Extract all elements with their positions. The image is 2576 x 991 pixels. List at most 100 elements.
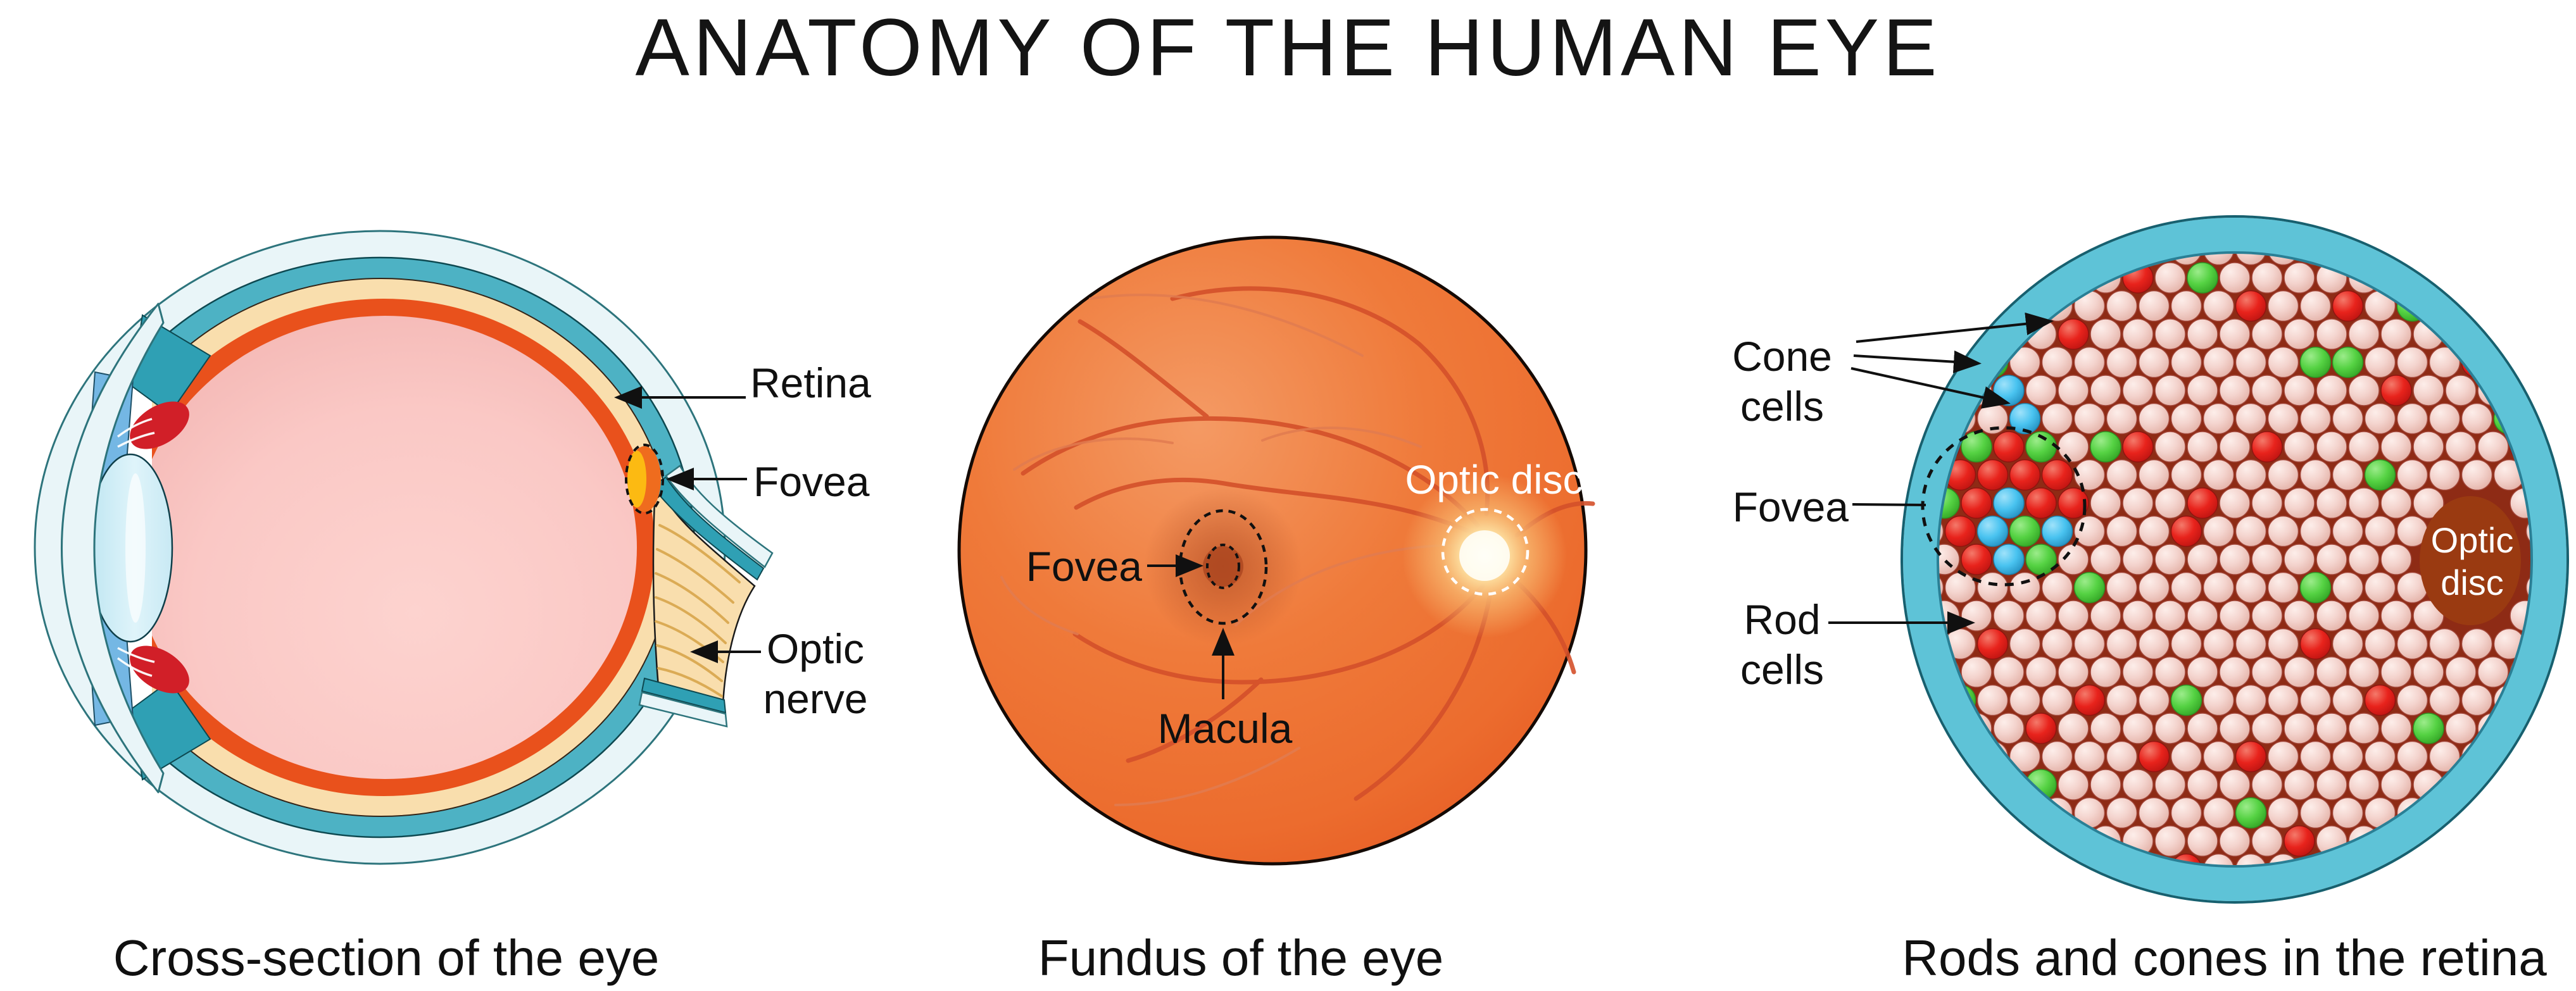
rod-cell: [2106, 346, 2138, 378]
rod-cell: [2122, 318, 2154, 350]
rod-cell: [2187, 825, 2218, 857]
macula-label: Macula: [1157, 705, 1293, 752]
cone-cell-red: [2299, 628, 2332, 660]
rod-cell: [2235, 346, 2267, 378]
rod-cell: [2154, 262, 2186, 294]
rod-cell: [2445, 656, 2477, 688]
rod-cell: [2299, 515, 2332, 547]
rod-cell: [2299, 290, 2332, 322]
rod-cell: [2090, 544, 2121, 575]
rod-cell: [2154, 544, 2186, 575]
rod-cell: [2267, 515, 2299, 547]
nerve-sheath-pale-lower: [638, 691, 728, 728]
rod-cell: [2154, 656, 2186, 688]
rod-cell: [2380, 713, 2412, 744]
ciliary-muscle-upper: [130, 401, 189, 449]
cone-cell-red: [2364, 684, 2396, 716]
rod-cell: [2235, 515, 2267, 547]
rod-cell: [2202, 252, 2235, 266]
rod-cell: [2396, 459, 2428, 491]
cone-cell-green: [2299, 571, 2332, 604]
rod-cell: [2235, 571, 2267, 604]
rod-cell: [2251, 318, 2283, 350]
rod-cell: [2106, 797, 2138, 829]
cone-cell-red: [2025, 487, 2057, 519]
nerve-sheath-teal-lower: [641, 677, 727, 714]
rod-cell: [2202, 402, 2235, 435]
rod-cell: [2122, 656, 2154, 688]
rod-cell: [2202, 684, 2235, 716]
rod-cell: [2284, 318, 2315, 350]
rod-cell: [2219, 431, 2251, 463]
rod-cell: [2461, 459, 2493, 491]
rod-cell: [2348, 769, 2380, 801]
rod-cell: [2138, 684, 2170, 716]
rod-cell: [2348, 487, 2380, 519]
rod-cell: [2219, 656, 2251, 688]
rod-cell: [2154, 769, 2186, 801]
rod-cell: [2202, 346, 2235, 378]
rod-cell: [2267, 740, 2299, 773]
cone-cell-red: [2058, 487, 2089, 519]
cone-cell-red: [2041, 459, 2073, 491]
rod-cell: [2090, 769, 2121, 801]
rod-cell: [2138, 515, 2170, 547]
rod-cell: [2138, 797, 2170, 829]
rod-cell: [2025, 375, 2057, 406]
rod-cell: [2348, 656, 2380, 688]
rod-cell: [1937, 544, 1960, 575]
rod-cell: [2267, 402, 2299, 435]
fovea-pit: [627, 451, 646, 508]
rod-cell: [1937, 571, 1944, 604]
cone-cell-green: [2090, 431, 2121, 463]
optic-disc-dashed-outline: [1441, 508, 1530, 596]
ciliary-muscle-lower: [130, 645, 189, 694]
rod-cell: [2041, 346, 2073, 378]
rod-cell: [2251, 487, 2283, 519]
rod-cell: [2284, 544, 2315, 575]
rod-cell: [2106, 684, 2138, 716]
rod-cell: [2170, 571, 2202, 604]
rod-cell: [2396, 346, 2428, 378]
rod-cell: [2364, 402, 2396, 435]
rod-cell: [2219, 713, 2251, 744]
nerve-sheath-teal-upper: [651, 476, 765, 581]
rod-cell: [2251, 262, 2283, 294]
rod-cell: [2058, 544, 2089, 575]
rod-cell: [2267, 346, 2299, 378]
rod-cell: [2122, 375, 2154, 406]
rod-cell: [2445, 375, 2477, 406]
rod-cell: [2461, 628, 2493, 660]
rod-cell: [2428, 684, 2461, 716]
rod-cell: [2090, 600, 2121, 632]
rod-cell: [1961, 600, 1992, 632]
caption-rods-cones: Rods and cones in the retina: [1902, 930, 2547, 986]
rod-cell: [2364, 628, 2396, 660]
rod-cell: [2267, 459, 2299, 491]
rod-cell: [2187, 544, 2218, 575]
rod-cell: [2090, 375, 2121, 406]
cone-arrow-blue: [1850, 367, 2011, 409]
rod-cell: [2396, 740, 2428, 773]
rod-cell: [2154, 318, 2186, 350]
vitreous-body: [133, 316, 637, 779]
rod-cell: [2202, 740, 2235, 773]
rod-cell: [2187, 713, 2218, 744]
cone-cell-red: [2122, 431, 2154, 463]
rod-cell: [2348, 600, 2380, 632]
cone-cell-red: [1976, 459, 2009, 491]
rod-cell: [2073, 346, 2106, 378]
rod-cell: [2090, 713, 2121, 744]
fovea-label-grid: Fovea: [1732, 483, 1849, 530]
rod-cell: [2219, 825, 2251, 857]
cone-cell-blue: [1993, 487, 2025, 519]
rod-cell: [2332, 515, 2364, 547]
rod-cell: [2106, 459, 2138, 491]
rod-cell: [2284, 375, 2315, 406]
rod-cell: [2073, 402, 2106, 435]
fovea-leader-line: [1852, 503, 1926, 506]
rod-cell: [2202, 290, 2235, 322]
rod-cell: [2219, 487, 2251, 519]
rod-cell: [2122, 487, 2154, 519]
rod-cell: [2219, 600, 2251, 632]
